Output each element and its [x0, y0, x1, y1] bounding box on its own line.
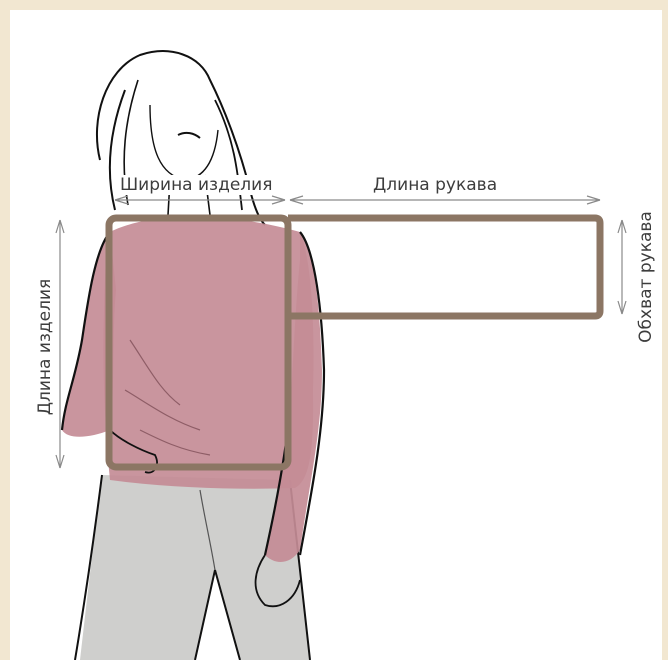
sweater-measurement-illustration [10, 10, 662, 660]
sleeve-length-label: Длина рукава [373, 175, 497, 195]
sleeve-length-arrow [290, 196, 600, 204]
diagram-frame: Ширина изделия Длина рукава Длина издели… [10, 10, 662, 660]
face-outline [150, 105, 218, 180]
sleeve-measure-box [288, 218, 600, 316]
product-length-label: Длина изделия [35, 272, 55, 422]
sleeve-circumference-label: Обхват рукава [636, 202, 656, 352]
circumference-arrow [618, 220, 626, 314]
mouth [178, 133, 200, 138]
hair [97, 51, 265, 225]
width-arrow [115, 196, 285, 204]
sweater [103, 218, 313, 489]
product-width-label: Ширина изделия [118, 175, 274, 195]
